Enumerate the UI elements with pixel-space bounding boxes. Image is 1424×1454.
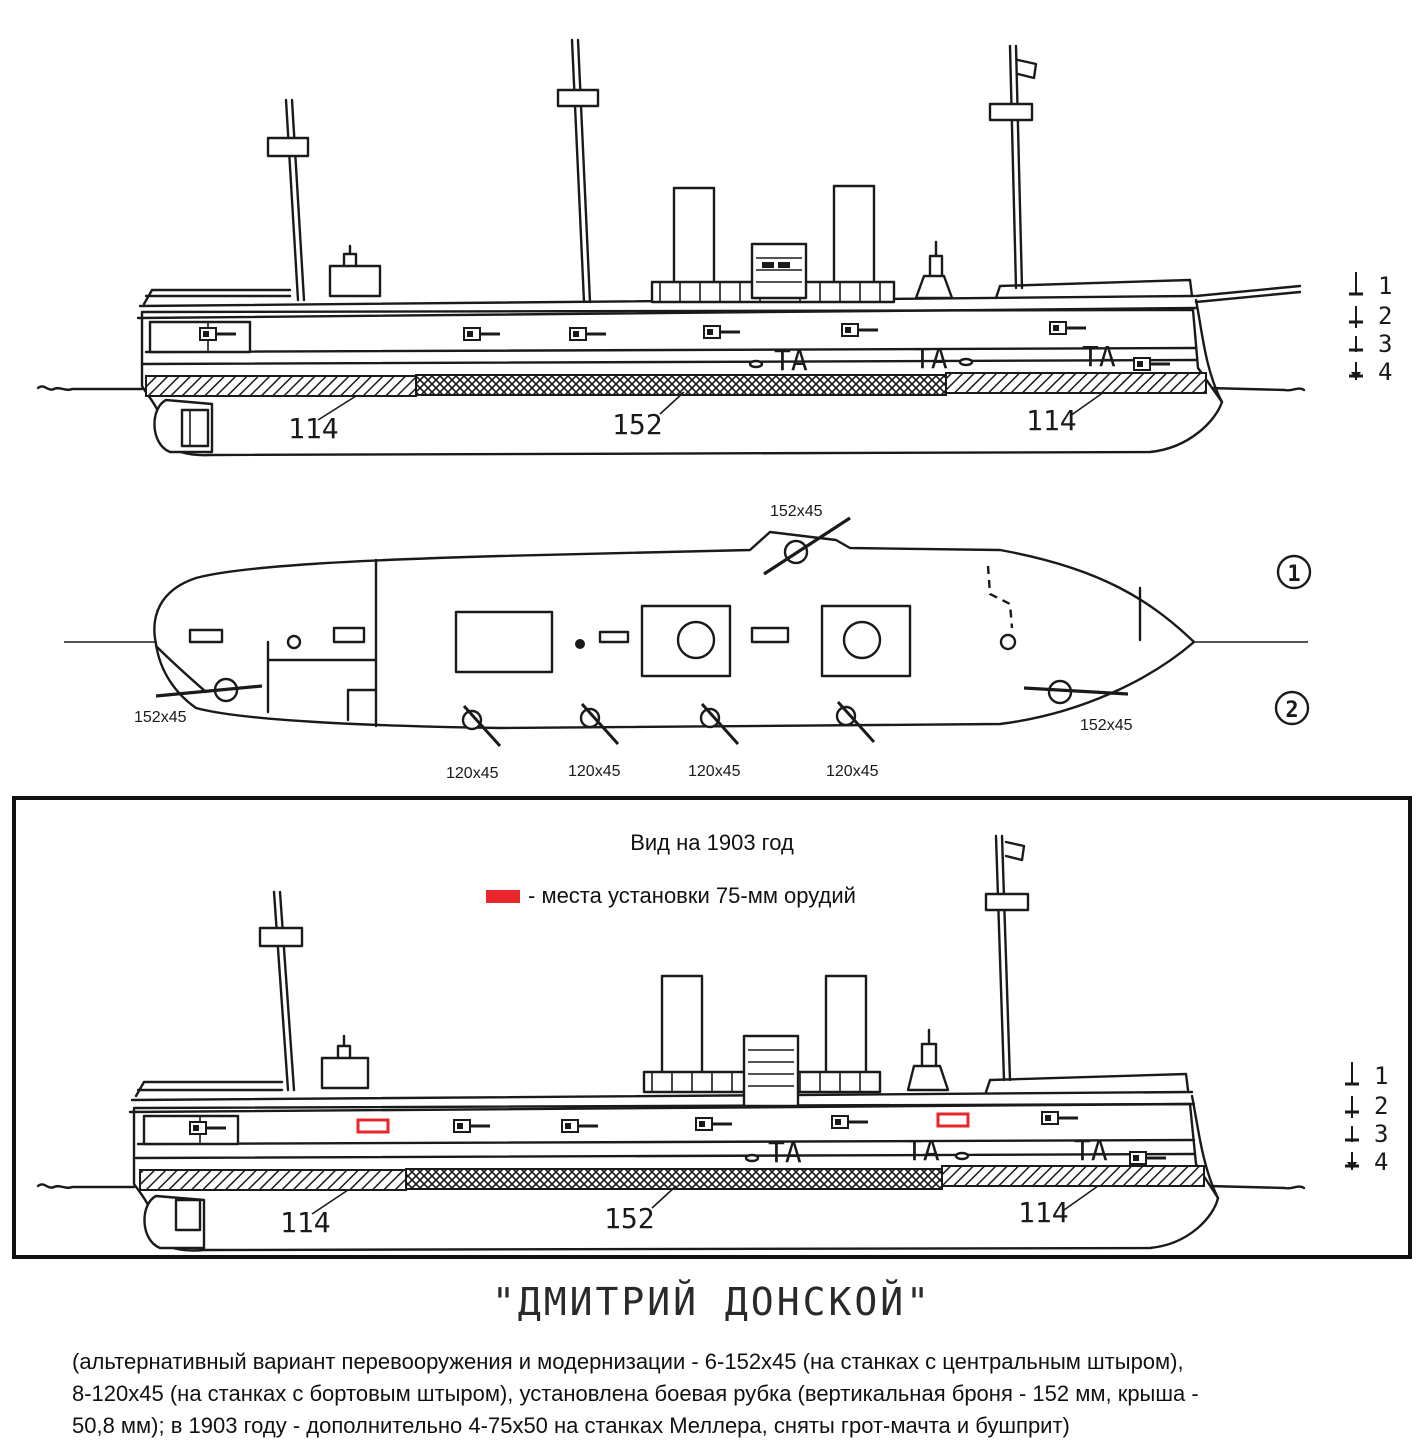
deck-level-label: 3 bbox=[1374, 1120, 1388, 1148]
legend-text: - места установки 75-мм орудий bbox=[528, 883, 856, 908]
ship-name-title: "ДМИТРИЙ ДОНСКОЙ" bbox=[492, 1280, 932, 1324]
gun-mount-152-stern bbox=[1023, 679, 1129, 705]
waterline-left bbox=[36, 385, 144, 392]
side-view-1903: TA TA TA 114 152 114 1 2 3 4 bbox=[36, 834, 1388, 1252]
armor-label: 114 bbox=[288, 412, 339, 445]
deck-marker-1: 1 bbox=[1276, 554, 1312, 590]
deck-level-label: 1 bbox=[1378, 272, 1392, 300]
deck-level-label: 4 bbox=[1374, 1148, 1388, 1176]
ta-label: TA bbox=[1074, 1134, 1108, 1167]
deck-level-label: 3 bbox=[1378, 330, 1392, 358]
gun-label-120: 120x45 bbox=[826, 763, 879, 780]
deck-level-scale-1903: 1 2 3 4 bbox=[1343, 1060, 1388, 1176]
gun-label-120: 120x45 bbox=[688, 763, 741, 780]
ta-label: TA bbox=[1082, 340, 1116, 373]
plan-view: 152x45 152x45 152x45 120x45 120x45 120x4… bbox=[64, 503, 1312, 782]
deck-marker-2: 2 bbox=[1274, 690, 1310, 726]
gun-label-120: 120x45 bbox=[446, 765, 499, 782]
ta-label: TA bbox=[906, 1134, 940, 1167]
deck-level-scale: 1 2 3 4 bbox=[1347, 270, 1392, 386]
ta-label: TA bbox=[768, 1136, 802, 1169]
armor-label: 114 bbox=[280, 1206, 331, 1239]
waterline-right bbox=[1206, 386, 1306, 392]
ta-label: TA bbox=[914, 342, 948, 375]
caption-line: 50,8 мм); в 1903 году - дополнительно 4-… bbox=[72, 1413, 1070, 1438]
armor-label: 114 bbox=[1026, 404, 1077, 437]
gun-label-152-bow: 152x45 bbox=[134, 709, 187, 726]
gun-75mm-position bbox=[936, 1112, 970, 1128]
gun-label-120: 120x45 bbox=[568, 763, 621, 780]
armor-label: 114 bbox=[1018, 1196, 1069, 1229]
view-1903-title: Вид на 1903 год bbox=[630, 830, 794, 855]
legend: - места установки 75-мм орудий bbox=[486, 883, 856, 909]
armor-label: 152 bbox=[604, 1202, 655, 1235]
gun-label-152-stern: 152x45 bbox=[1080, 717, 1133, 734]
caption-line: 8-120х45 (на станках с бортовым штыром),… bbox=[72, 1381, 1199, 1406]
gun-label-152-top: 152x45 bbox=[770, 503, 823, 520]
deck-level-label: 2 bbox=[1374, 1092, 1388, 1120]
svg-text:2: 2 bbox=[1285, 698, 1298, 723]
deck-level-label: 1 bbox=[1374, 1062, 1388, 1090]
gun-mount-152-bow bbox=[155, 677, 263, 703]
legend-swatch-75mm bbox=[486, 889, 520, 903]
svg-text:1: 1 bbox=[1287, 562, 1300, 587]
armor-label: 152 bbox=[612, 408, 663, 441]
gun-75mm-position bbox=[356, 1118, 390, 1134]
caption: (альтернативный вариант перевооружения и… bbox=[72, 1346, 1402, 1442]
side-view-original: TA TA TA 114 152 114 1 2 3 4 bbox=[36, 38, 1392, 457]
deck-level-label: 4 bbox=[1378, 358, 1392, 386]
deck-level-label: 2 bbox=[1378, 302, 1392, 330]
ta-label: TA bbox=[774, 344, 808, 377]
gun-mount-152-top bbox=[763, 516, 851, 576]
caption-line: (альтернативный вариант перевооружения и… bbox=[72, 1349, 1184, 1374]
